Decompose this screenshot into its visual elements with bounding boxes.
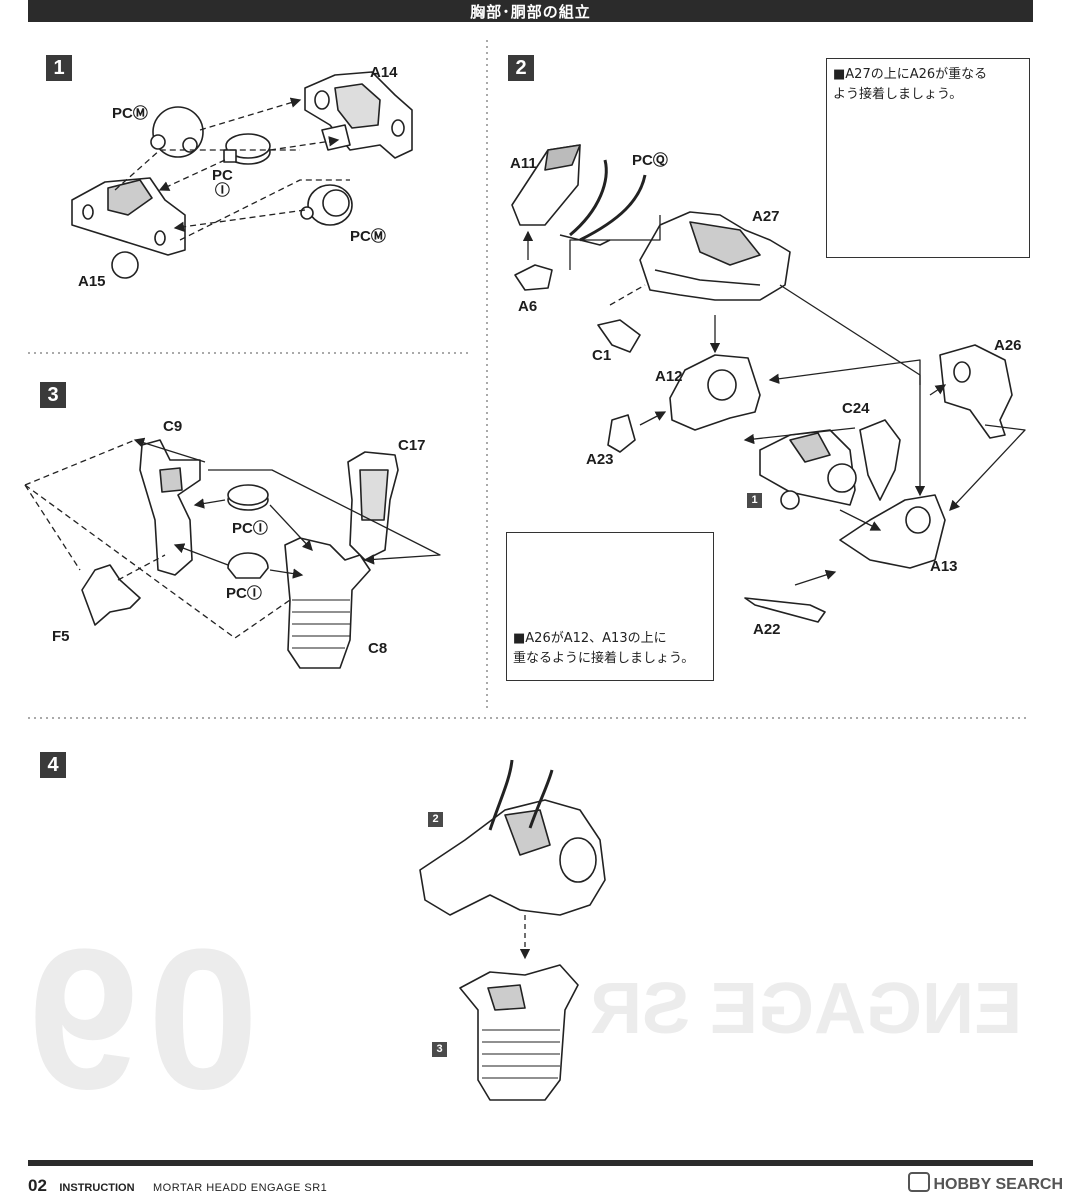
label-a27: A27 — [752, 208, 780, 225]
label-a14: A14 — [370, 64, 398, 81]
part-c9 — [139, 439, 201, 576]
label-a15: A15 — [78, 273, 106, 290]
watermark-logo-icon — [907, 1172, 930, 1192]
ref-step-1: 1 — [747, 493, 762, 508]
step-1-number: 1 — [46, 55, 72, 81]
label-c17: C17 — [398, 437, 426, 454]
label-a12: A12 — [655, 368, 683, 385]
label-pc-q: PCⓆ — [632, 152, 668, 169]
step-3-number: 3 — [40, 382, 66, 408]
ref-step-3: 3 — [432, 1042, 447, 1057]
footer-rule — [28, 1160, 1033, 1166]
label-a11: A11 — [510, 155, 537, 172]
part-c24 — [859, 419, 901, 501]
part-c1 — [597, 319, 641, 353]
label-pc-i-bottom: PCⒾ — [226, 585, 262, 602]
step-2-number: 2 — [508, 55, 534, 81]
step1-diagram — [71, 71, 413, 279]
part-a26 — [939, 344, 1013, 439]
part-pc-i-bottom — [227, 552, 269, 579]
ref-step-2: 2 — [428, 812, 443, 827]
section-title: 胸部･胴部の組立 — [470, 3, 591, 21]
label-c9: C9 — [163, 418, 183, 435]
step3-diagram — [24, 437, 441, 669]
label-pc-m-top: PCⓂ — [112, 105, 148, 122]
section-header: 胸部･胴部の組立 — [28, 0, 1033, 22]
label-pc-i: PC Ⓘ — [212, 167, 233, 199]
step-4-number: 4 — [40, 752, 66, 778]
note-box-bottom: ■A26がA12、A13の上に 重なるように接着しましょう。 — [506, 532, 714, 681]
page-number: 02 — [28, 1176, 47, 1195]
footer: 02 INSTRUCTION MORTAR HEADD ENGAGE SR1 — [28, 1176, 327, 1196]
part-f5 — [81, 564, 141, 626]
label-a26: A26 — [994, 337, 1022, 354]
part-a23 — [607, 414, 636, 453]
hobby-search-watermark: HOBBY SEARCH — [907, 1172, 1064, 1194]
part-a6 — [514, 264, 553, 291]
label-pc-i-top: PCⒾ — [232, 520, 268, 537]
note-top-text: ■A27の上にA26が重なる よう接着しましょう。 — [833, 67, 988, 102]
assembled-chest — [419, 799, 606, 916]
part-a22 — [744, 597, 826, 623]
label-pc-m-bottom: PCⓂ — [350, 228, 386, 245]
label-c8: C8 — [368, 640, 388, 657]
footer-product: MORTAR HEADD ENGAGE SR1 — [153, 1182, 328, 1194]
label-a23: A23 — [586, 451, 614, 468]
footer-instruction: INSTRUCTION — [59, 1182, 135, 1194]
note-bottom-text: ■A26がA12、A13の上に 重なるように接着しましょう。 — [513, 631, 695, 666]
label-c1: C1 — [592, 347, 612, 364]
watermark-text: HOBBY SEARCH — [933, 1176, 1064, 1193]
label-c24: C24 — [842, 400, 870, 417]
note-box-top: ■A27の上にA26が重なる よう接着しましょう。 — [826, 58, 1030, 258]
label-a6: A6 — [518, 298, 538, 315]
step-dividers — [28, 40, 1030, 719]
label-a13: A13 — [930, 558, 958, 575]
part-pc-q — [569, 159, 608, 237]
label-f5: F5 — [52, 628, 70, 645]
label-a22: A22 — [753, 621, 781, 638]
step4-diagram — [419, 759, 606, 1101]
